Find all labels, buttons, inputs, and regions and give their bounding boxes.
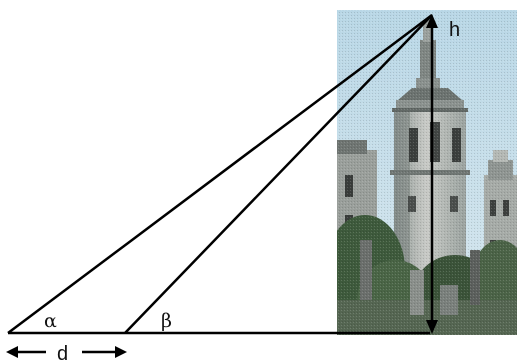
photo-grain xyxy=(337,10,517,335)
sight-line-alpha xyxy=(7,14,433,334)
tower-photo xyxy=(337,10,517,335)
height-label: h xyxy=(449,19,460,41)
arrowhead-up-icon xyxy=(426,14,438,28)
arrowhead-down-icon xyxy=(426,320,438,334)
distance-arrow xyxy=(6,346,127,358)
arrowhead-left-icon xyxy=(6,346,18,358)
distance-label: d xyxy=(57,343,68,361)
height-arrow xyxy=(426,14,438,334)
angle-beta-label: β xyxy=(161,310,172,332)
angle-alpha-label: α xyxy=(44,310,57,332)
sight-line-beta xyxy=(124,14,433,334)
arrowhead-right-icon xyxy=(115,346,127,358)
